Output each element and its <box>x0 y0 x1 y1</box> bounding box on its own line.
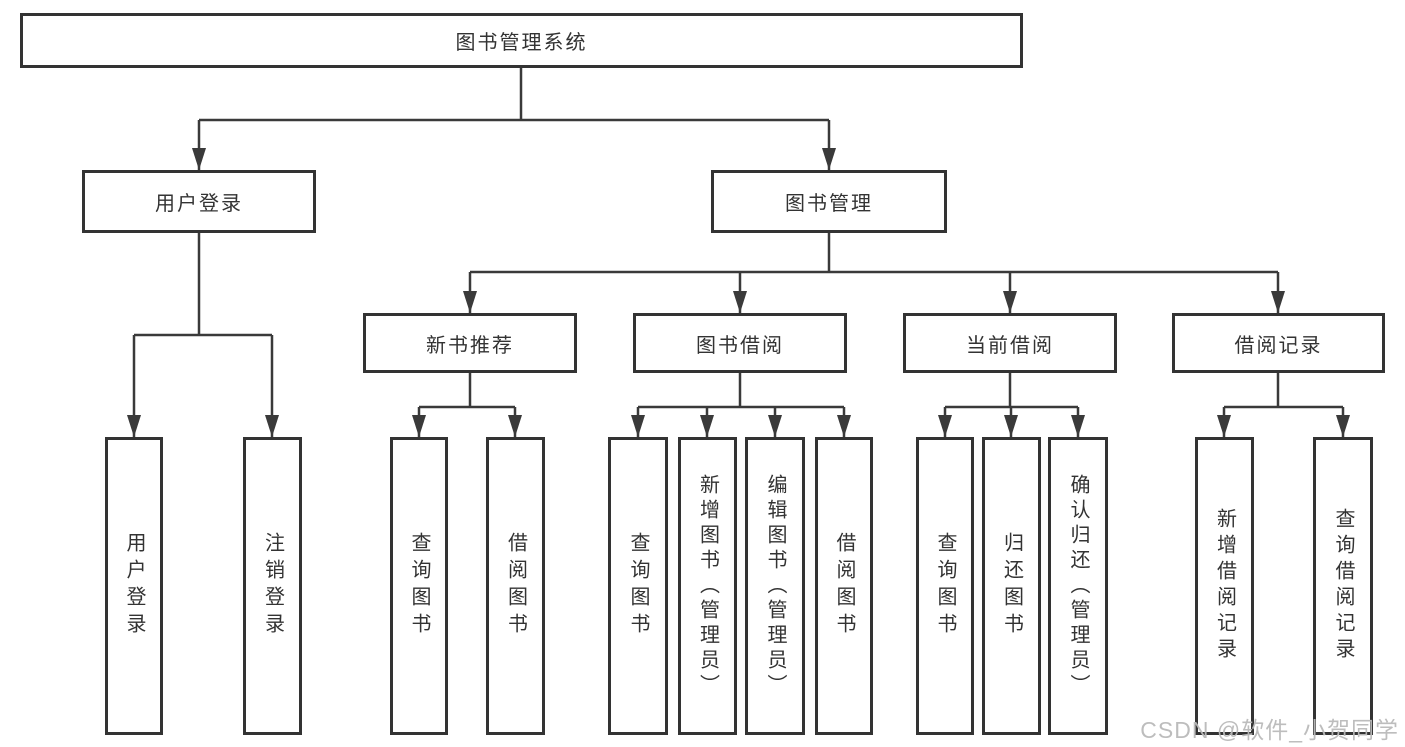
node-book-management: 图书管理 <box>711 170 947 233</box>
leaf-label: 查询图书 <box>408 532 430 640</box>
leaf-query-borrow-record: 查询借阅记录 <box>1313 437 1373 735</box>
node-library-management-system: 图书管理系统 <box>20 13 1023 68</box>
leaf-label: 查询图书 <box>627 532 649 640</box>
leaf-label: 归还图书 <box>1000 532 1023 640</box>
leaf-user-login: 用户登录 <box>105 437 163 735</box>
node-label: 新书推荐 <box>426 334 514 357</box>
leaf-label: 查询借阅记录 <box>1332 508 1354 664</box>
node-label: 图书借阅 <box>696 334 784 357</box>
node-current-borrowing: 当前借阅 <box>903 313 1117 373</box>
node-label: 用户登录 <box>155 193 243 215</box>
leaf-label: 新增借阅记录 <box>1213 508 1236 664</box>
leaf-borrow-books: 借阅图书 <box>486 437 545 735</box>
node-label: 图书管理 <box>785 193 873 215</box>
node-label: 借阅记录 <box>1234 334 1323 357</box>
leaf-label: 编辑图书（管理员） <box>764 473 786 699</box>
leaf-label: 查询图书 <box>934 532 956 640</box>
connector-book-management-sections <box>463 233 1285 313</box>
node-user-login: 用户登录 <box>82 170 316 233</box>
leaf-confirm-return-admin: 确认归还（管理员） <box>1048 437 1108 735</box>
leaf-add-books-admin: 新增图书（管理员） <box>678 437 737 735</box>
leaf-query-books: 查询图书 <box>608 437 668 735</box>
leaf-add-borrow-record: 新增借阅记录 <box>1195 437 1254 735</box>
connector-new-book-children <box>412 373 522 437</box>
leaf-label: 用户登录 <box>123 532 145 640</box>
connector-user-login-children <box>127 233 279 437</box>
connector-root-to-level2 <box>192 68 836 170</box>
leaf-label: 借阅图书 <box>833 532 855 640</box>
leaf-label: 新增图书（管理员） <box>696 473 719 699</box>
connector-borrow-records-children <box>1217 373 1350 437</box>
leaf-label: 确认归还（管理员） <box>1067 473 1089 699</box>
node-new-book-recommendation: 新书推荐 <box>363 313 577 373</box>
leaf-label: 借阅图书 <box>504 532 527 640</box>
node-label: 当前借阅 <box>966 334 1054 357</box>
csdn-watermark: CSDN @软件_小贺同学 <box>1140 717 1399 743</box>
connector-book-borrow-children <box>631 373 851 437</box>
connector-current-borrow-children <box>938 373 1085 437</box>
node-book-borrowing: 图书借阅 <box>633 313 847 373</box>
leaf-logout: 注销登录 <box>243 437 302 735</box>
leaf-borrow-books: 借阅图书 <box>815 437 873 735</box>
leaf-label: 注销登录 <box>261 532 284 640</box>
leaf-return-books: 归还图书 <box>982 437 1041 735</box>
node-borrowing-records: 借阅记录 <box>1172 313 1385 373</box>
leaf-edit-books-admin: 编辑图书（管理员） <box>745 437 805 735</box>
leaf-query-books: 查询图书 <box>390 437 448 735</box>
node-label: 图书管理系统 <box>455 32 588 54</box>
leaf-query-books: 查询图书 <box>916 437 974 735</box>
